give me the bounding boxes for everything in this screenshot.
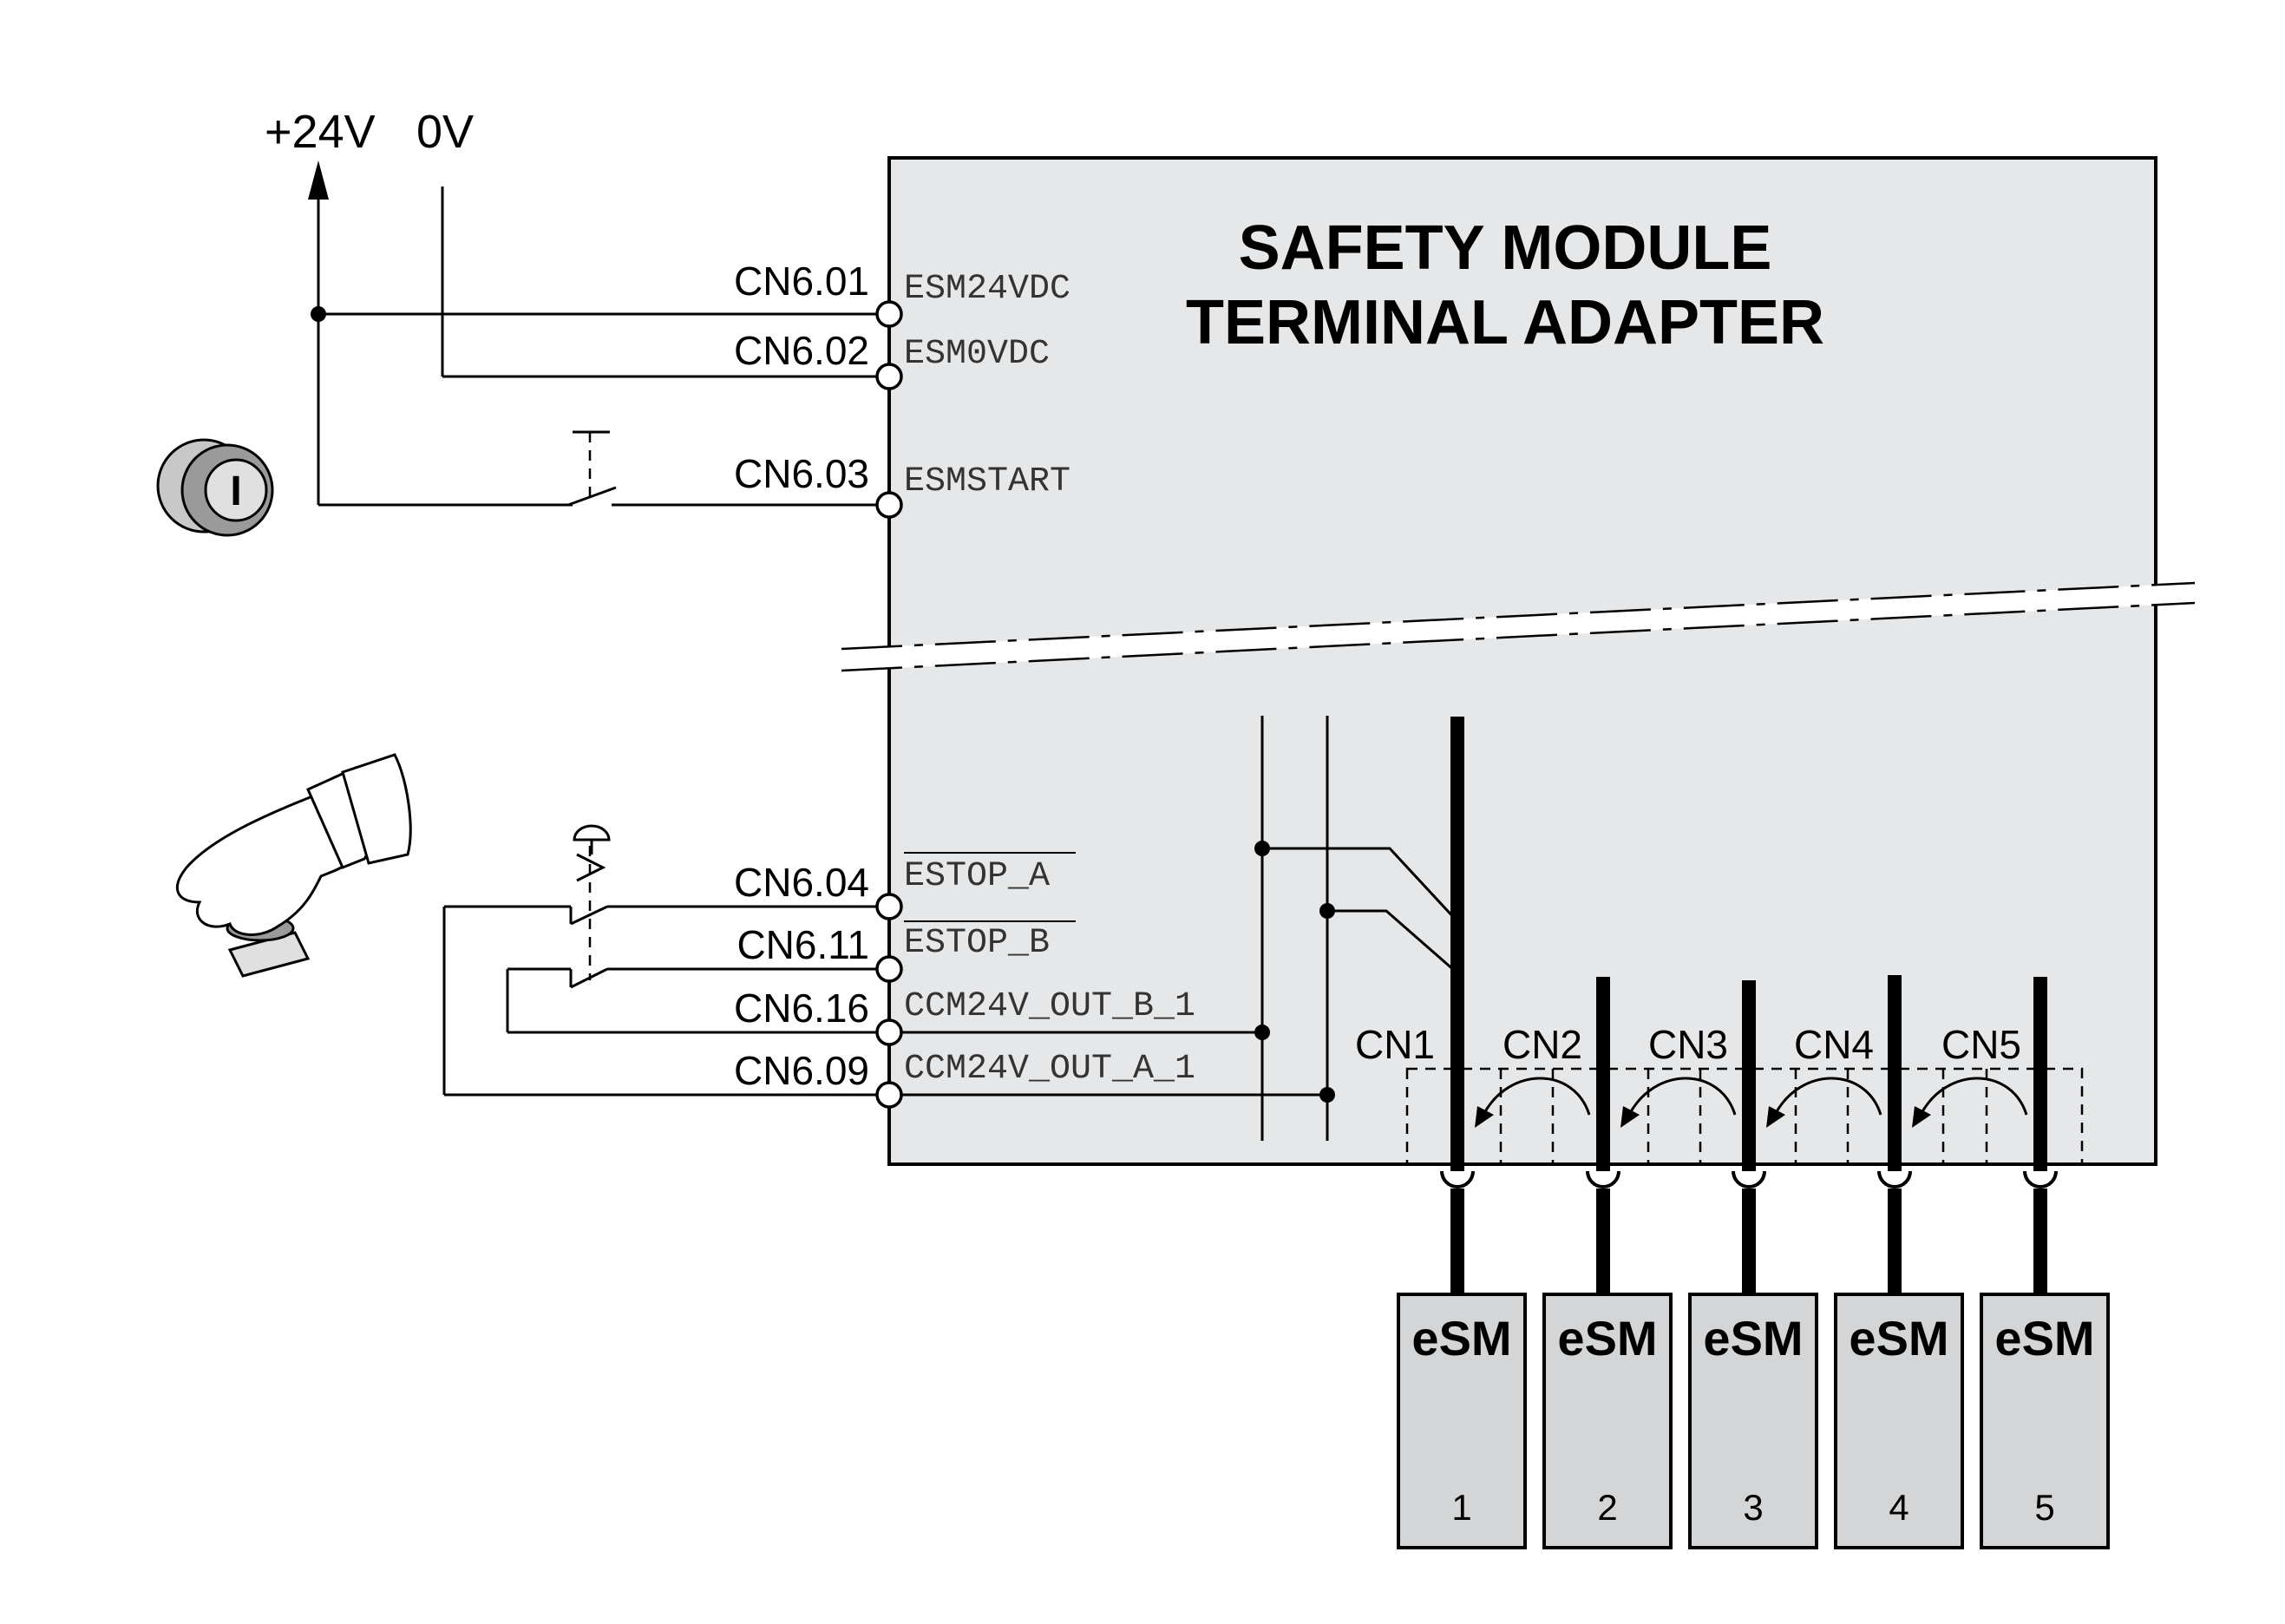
esm-module-4: eSM 4 [1834, 1293, 1964, 1549]
esm-module-2: eSM 2 [1542, 1293, 1673, 1549]
module-title-line1: SAFETY MODULE [1239, 213, 1772, 283]
start-pushbutton-icon: I [156, 438, 274, 537]
pin-label-cn6-02: CN6.02 [734, 328, 869, 373]
supply-plus-label: +24V [265, 106, 376, 158]
pin-label-cn6-01: CN6.01 [734, 259, 869, 304]
signal-esmstart: ESMSTART [904, 462, 1070, 501]
esm-module-name: eSM [1557, 1311, 1657, 1365]
pin-label-cn6-11: CN6.11 [737, 922, 869, 967]
pin-label-cn6-16: CN6.16 [734, 986, 869, 1031]
pin-label-cn6-09: CN6.09 [734, 1048, 869, 1093]
daisy-chain-arrows [1475, 1077, 2028, 1128]
esm-module-1: eSM 1 [1397, 1293, 1527, 1549]
esm-module-name: eSM [1849, 1311, 1948, 1365]
esm-module-number: 3 [1743, 1487, 1763, 1528]
arrow-up-icon [308, 160, 329, 200]
esm-module-number: 4 [1889, 1487, 1909, 1528]
connector-label-cn2: CN2 [1503, 1022, 1582, 1067]
signal-ccm24v-out-b-1: CCM24V_OUT_B_1 [904, 987, 1195, 1026]
terminal-adapter-box [887, 156, 2157, 1166]
connector-label-cn1: CN1 [1355, 1022, 1435, 1067]
connector-label-cn3: CN3 [1648, 1022, 1728, 1067]
break-line-icon [841, 581, 2196, 672]
signal-esm0vdc: ESM0VDC [904, 335, 1050, 374]
signal-esm24vdc: ESM24VDC [904, 270, 1070, 309]
signal-estop-a: ESTOP_A [904, 857, 1050, 896]
esm-module-number: 1 [1451, 1487, 1471, 1528]
module-cables [1440, 1170, 2058, 1294]
esm-module-name: eSM [1994, 1311, 2094, 1365]
start-button-symbol: I [230, 468, 241, 514]
pin-label-cn6-03: CN6.03 [734, 451, 869, 496]
hand-pressing-emergency-stop-icon [175, 753, 412, 978]
esm-module-3: eSM 3 [1688, 1293, 1818, 1549]
esm-module-5: eSM 5 [1980, 1293, 2110, 1549]
connector-label-cn4: CN4 [1794, 1022, 1874, 1067]
signal-ccm24v-out-a-1: CCM24V_OUT_A_1 [904, 1050, 1195, 1089]
esm-module-name: eSM [1703, 1311, 1803, 1365]
connector-label-cn5: CN5 [1941, 1022, 2021, 1067]
esm-module-name: eSM [1411, 1311, 1511, 1365]
pin-label-cn6-04: CN6.04 [734, 860, 869, 905]
signal-estop-b: ESTOP_B [904, 924, 1050, 963]
mushroom-head-icon [573, 824, 611, 841]
esm-module-number: 5 [2034, 1487, 2054, 1528]
esm-module-number: 2 [1597, 1487, 1617, 1528]
module-title-line2: TERMINAL ADAPTER [1186, 288, 1824, 357]
supply-zero-label: 0V [416, 106, 474, 158]
